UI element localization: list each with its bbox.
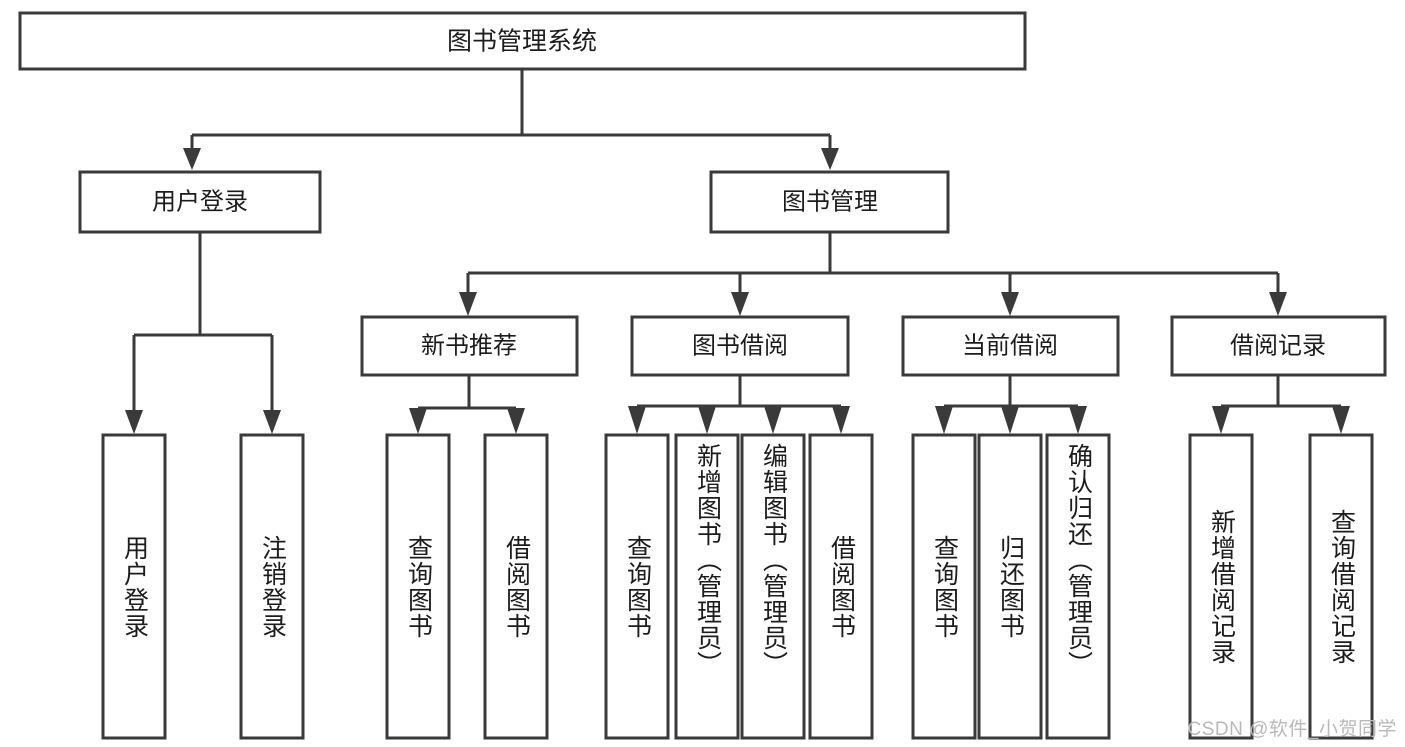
leaf-box-record-1[interactable]: [1188, 433, 1254, 740]
node-book-borrow-label: 图书借阅: [692, 332, 788, 359]
leaf-box-borrow-2[interactable]: [674, 433, 740, 740]
leaf-box-user-login-2[interactable]: [239, 433, 305, 740]
connector-book-management-to-level3: [459, 232, 1287, 316]
node-book-management[interactable]: 图书管理: [709, 170, 950, 234]
connector-root-to-level2: [183, 69, 839, 170]
node-user-login-label: 用户登录: [152, 188, 248, 215]
node-borrow-record-label: 借阅记录: [1230, 332, 1326, 359]
csdn-watermark: CSDN @软件_小贺同学: [1187, 719, 1397, 740]
node-new-book-recommend[interactable]: 新书推荐: [360, 315, 579, 377]
leaf-box-current-1[interactable]: [911, 433, 977, 740]
node-root-label: 图书管理系统: [447, 28, 597, 56]
leaf-box-recommend-1[interactable]: [385, 433, 451, 740]
node-book-management-label: 图书管理: [782, 188, 878, 215]
connector-current-borrow-to-leaves: [935, 375, 1087, 434]
connector-borrow-record-to-leaves: [1212, 375, 1350, 434]
leaf-box-borrow-3[interactable]: [740, 433, 806, 740]
leaf-box-recommend-2[interactable]: [483, 433, 549, 740]
leaf-box-current-2[interactable]: [977, 433, 1043, 740]
leaf-box-current-3[interactable]: [1045, 433, 1111, 740]
leaf-box-user-login-1[interactable]: [101, 433, 167, 740]
leaf-box-borrow-4[interactable]: [808, 433, 874, 740]
node-root[interactable]: 图书管理系统: [18, 11, 1027, 71]
leaf-box-record-2[interactable]: [1308, 433, 1374, 740]
node-borrow-record[interactable]: 借阅记录: [1170, 315, 1387, 377]
connector-user-login-to-leaves: [125, 232, 281, 434]
leaf-box-borrow-1[interactable]: [604, 433, 670, 740]
node-book-borrow[interactable]: 图书借阅: [630, 315, 850, 377]
node-new-book-recommend-label: 新书推荐: [421, 332, 517, 359]
node-current-borrow-label: 当前借阅: [962, 332, 1058, 359]
connector-new-book-recommend-to-leaves: [409, 375, 525, 434]
node-user-login[interactable]: 用户登录: [78, 170, 322, 234]
connector-book-borrow-to-leaves: [628, 375, 850, 434]
node-current-borrow[interactable]: 当前借阅: [901, 315, 1120, 377]
